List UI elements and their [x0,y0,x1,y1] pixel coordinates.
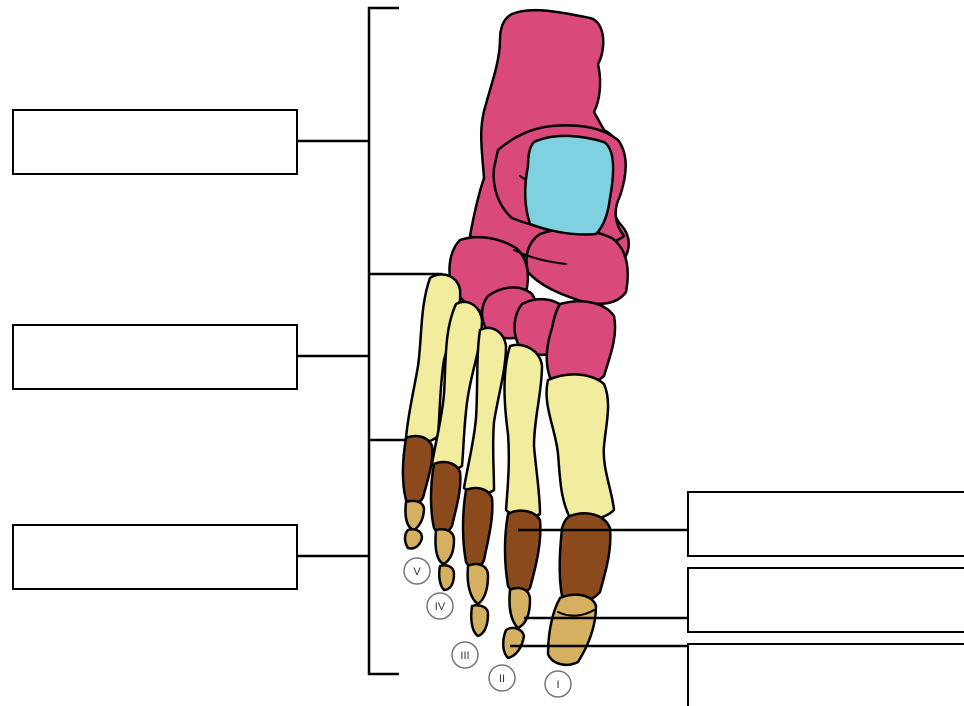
toe-numeral-III: III [452,642,478,668]
proximal-phalanx-2 [505,511,540,593]
proximal-phalanx-5 [403,436,432,503]
toe-numeral-label: I [556,679,559,691]
medial-cuneiform [547,301,615,386]
middle-phalanx-3 [468,564,488,604]
label-box-left-top[interactable] [13,110,297,174]
talus-highlight [525,136,613,235]
label-box-right-bottom[interactable] [688,644,964,706]
distal-phalanx-1 [548,595,596,665]
proximal-phalanx-4 [431,462,460,533]
middle-phalanx-2 [509,588,530,628]
toe-numeral-V: V [404,558,430,584]
middle-phalanx-4 [435,529,454,564]
distal-phalanx-3 [471,605,488,636]
metatarsal-2 [505,345,543,518]
toe-numeral-label: V [413,566,421,578]
foot-skeleton [403,10,629,665]
middle-phalanx-5 [405,501,424,530]
distal-phalanx-2 [503,628,524,658]
label-box-left-bottom[interactable] [13,525,297,589]
bracket-spine [369,8,399,674]
toe-numeral-II: II [489,665,515,691]
label-box-left-middle[interactable] [13,325,297,389]
label-box-right-top[interactable] [688,492,964,556]
proximal-phalanx-3 [463,488,492,568]
distal-phalanx-5 [405,529,422,548]
distal-phalanx-4 [439,565,454,590]
proximal-phalanx-1 [560,513,611,601]
toe-numeral-label: III [460,650,469,662]
navicular [527,229,628,304]
toe-numeral-label: IV [435,601,446,613]
metatarsal-1 [547,374,614,520]
toe-numeral-I: I [545,671,571,697]
toe-numeral-IV: IV [427,593,453,619]
label-box-right-middle[interactable] [688,568,964,632]
toe-numeral-label: II [499,673,505,685]
